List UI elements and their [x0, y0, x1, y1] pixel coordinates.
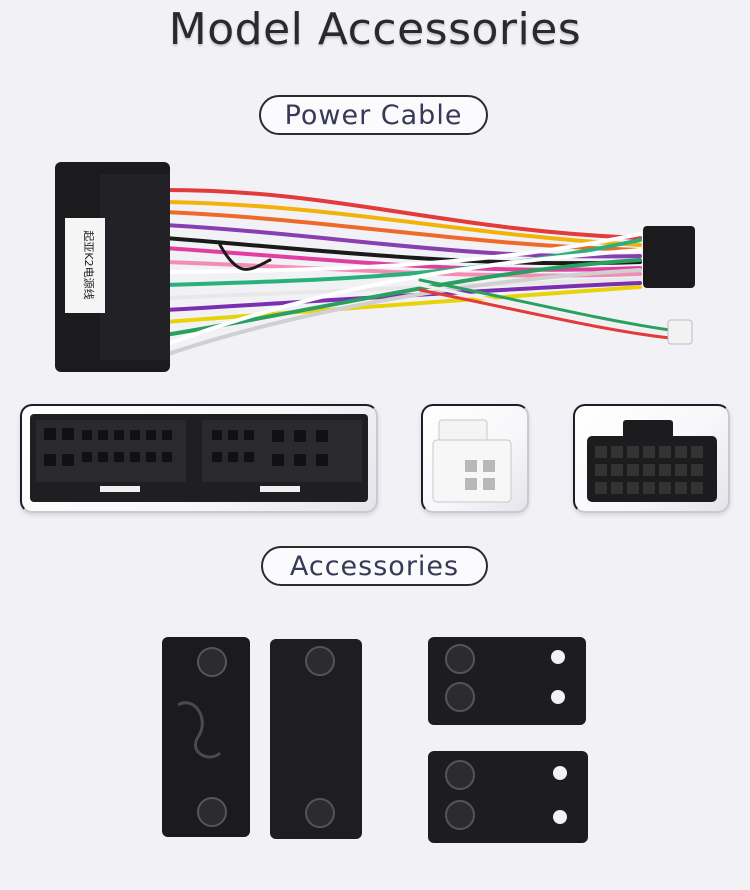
main-connector-closeup [20, 404, 378, 513]
small-white-connector-closeup [421, 404, 529, 513]
power-cable-harness-image: 起亚K2电源线 [40, 150, 720, 394]
power-cable-label: Power Cable [259, 95, 488, 135]
accessories-label: Accessories [261, 546, 488, 586]
page-title: Model Accessories [168, 4, 582, 55]
mounting-brackets-image [150, 625, 590, 854]
svg-text:起亚K2电源线: 起亚K2电源线 [82, 230, 96, 299]
black-16pin-connector-closeup [573, 404, 730, 513]
